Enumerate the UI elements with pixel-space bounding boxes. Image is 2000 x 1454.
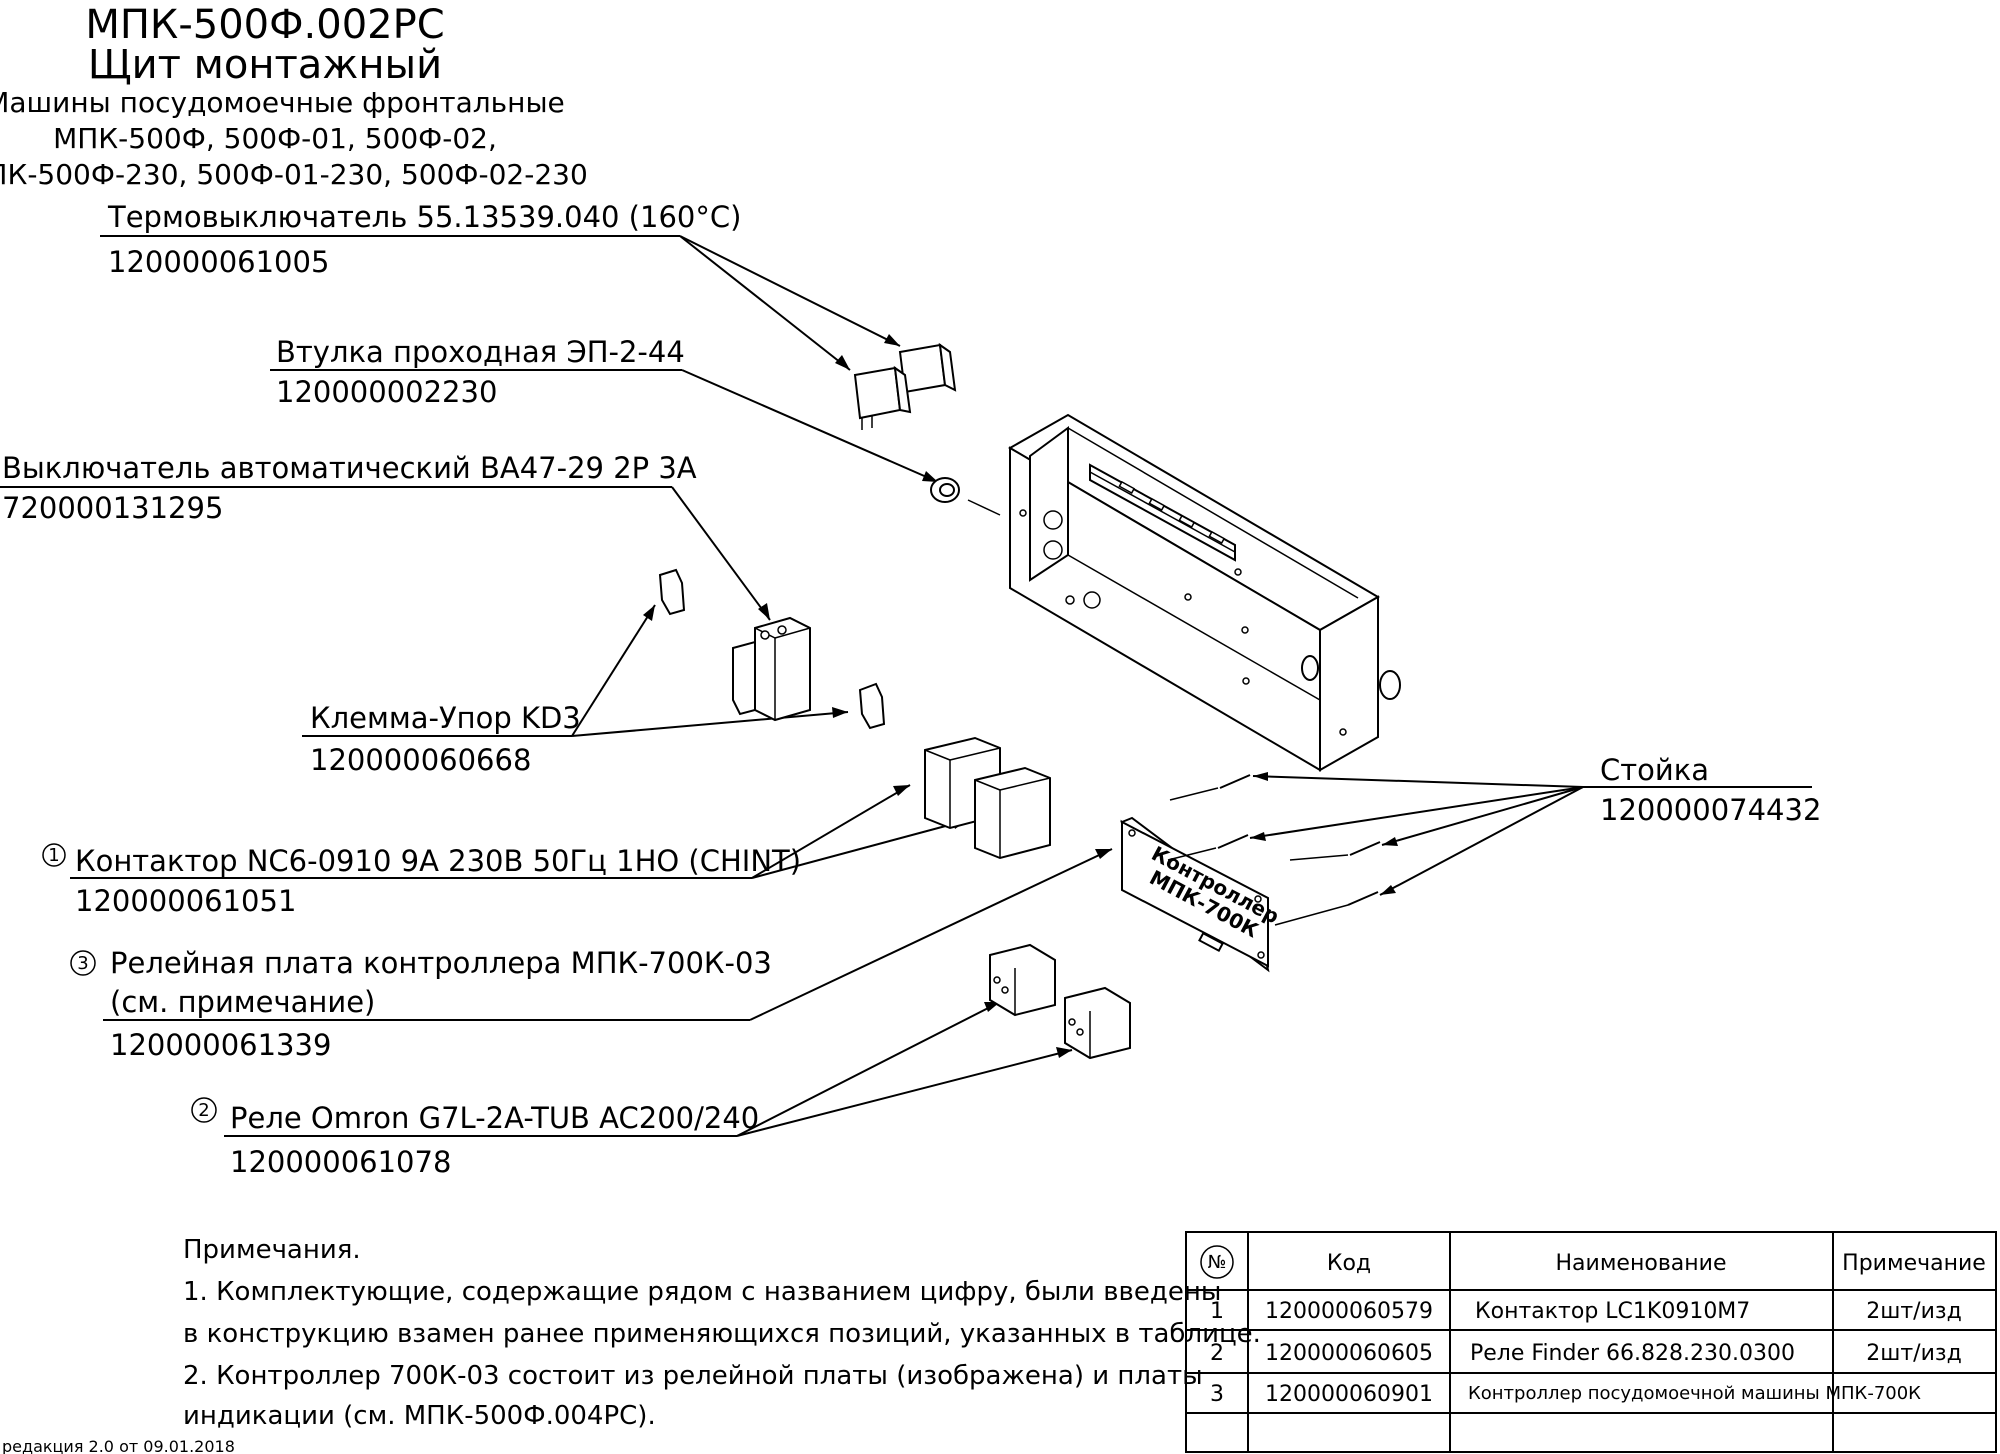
contactors [924,736,1051,860]
title-line-2: МПК-500Ф, 500Ф-01, 500Ф-02, [53,122,497,155]
notes: Примечания. 1. Комплектующие, содержащие… [183,1235,1261,1431]
controller-board: Контроллер МПК-700К [1119,816,1283,973]
table-cell-name: Контактор LC1K0910M7 [1475,1299,1750,1324]
table-cell-num: 1 [1210,1299,1224,1324]
callout-relayboard-num: 3 [77,953,88,974]
callout-terminal-code: 120000060668 [310,743,531,777]
table-row: 3 120000060901 Контроллер посудомоечной … [1210,1382,1921,1407]
table-cell-note: 2шт/изд [1866,1341,1962,1366]
standoffs [1167,774,1381,926]
callout-relay-num: 2 [198,1100,209,1121]
terminal-stops [658,568,886,730]
table-cell-code: 120000060901 [1265,1382,1433,1407]
notes-line-2: в конструкцию взамен ранее применяющихся… [183,1319,1261,1349]
table-cell-note: 2шт/изд [1866,1299,1962,1324]
table-header-name: Наименование [1556,1251,1727,1276]
enclosure-box [1008,413,1401,772]
table-cell-num: 2 [1210,1341,1224,1366]
callout-terminal: Клемма-Упор KD3 120000060668 [302,604,849,777]
notes-line-1: 1. Комплектующие, содержащие рядом с наз… [183,1277,1221,1307]
callout-relayboard-note: (см. примечание) [110,985,375,1019]
callout-bushing: Втулка проходная ЭП-2-44 120000002230 [270,335,939,483]
table-row: 1 120000060579 Контактор LC1K0910M7 2шт/… [1210,1299,1962,1324]
callout-standoff: Стойка 120000074432 [1249,753,1821,896]
callout-standoff-code: 120000074432 [1600,793,1821,827]
title-line-1: Машины посудомоечные фронтальные [0,86,565,119]
table-row: 2 120000060605 Реле Finder 66.828.230.03… [1210,1341,1962,1366]
table-cell-num: 3 [1210,1382,1224,1407]
thermo-switches [853,342,957,430]
callout-relayboard-name: Релейная плата контроллера МПК-700К-03 [110,946,772,980]
callout-bushing-code: 120000002230 [276,375,497,409]
callout-relay: 2 Реле Omron G7L-2A-TUB AC200/240 120000… [191,1001,1073,1179]
circuit-breaker [732,616,811,722]
table-cell-code: 120000060579 [1265,1299,1433,1324]
table-cell-name: Контроллер посудомоечной машины МПК-700К [1468,1383,1921,1404]
table-cell-code: 120000060605 [1265,1341,1433,1366]
relays [989,943,1131,1060]
callout-relay-name: Реле Omron G7L-2A-TUB AC200/240 [230,1101,759,1135]
replacement-table: № Код Наименование Примечание 1 12000006… [1185,1231,1997,1453]
title-block: МПК-500Ф.002РС Щит монтажный Машины посу… [0,2,588,191]
table-cell-name: Реле Finder 66.828.230.0300 [1470,1341,1795,1366]
callout-bushing-name: Втулка проходная ЭП-2-44 [276,335,685,369]
drawing-name: Щит монтажный [88,42,442,88]
revision-note: редакция 2.0 от 09.01.2018 [2,1437,235,1454]
title-line-3: МПК-500Ф-230, 500Ф-01-230, 500Ф-02-230 [0,158,588,191]
callout-relayboard-code: 120000061339 [110,1028,331,1062]
callout-breaker-code: 720000131295 [2,491,223,525]
callout-contactor-code: 120000061051 [75,884,296,918]
callout-thermo-code: 120000061005 [108,245,329,279]
callout-breaker-name: Выключатель автоматический ВА47-29 2Р 3А [2,451,697,485]
bushing [930,477,1001,516]
callout-terminal-name: Клемма-Упор KD3 [310,701,581,735]
callout-relayboard: 3 Релейная плата контроллера МПК-700К-03… [70,848,1113,1062]
table-header-num: № [1208,1252,1227,1273]
callout-thermo: Термовыключатель 55.13539.040 (160°С) 12… [100,200,901,371]
table-header-code: Код [1327,1251,1371,1276]
callout-relay-code: 120000061078 [230,1145,451,1179]
callout-breaker: Выключатель автоматический ВА47-29 2Р 3А… [0,451,771,621]
callout-contactor: 1 Контактор NC6-0910 9А 230В 50Гц 1НО (C… [42,784,969,918]
callout-thermo-name: Термовыключатель 55.13539.040 (160°С) [107,200,741,234]
callout-contactor-num: 1 [48,845,59,866]
notes-line-4: индикации (см. МПК-500Ф.004РС). [183,1401,656,1431]
notes-line-3: 2. Контроллер 700К-03 состоит из релейно… [183,1361,1203,1391]
drawing-code: МПК-500Ф.002РС [85,2,444,48]
callout-contactor-name: Контактор NC6-0910 9А 230В 50Гц 1НО (CHI… [75,844,801,878]
notes-heading: Примечания. [183,1235,361,1265]
table-header-note: Примечание [1842,1251,1986,1276]
callout-standoff-name: Стойка [1600,753,1709,787]
